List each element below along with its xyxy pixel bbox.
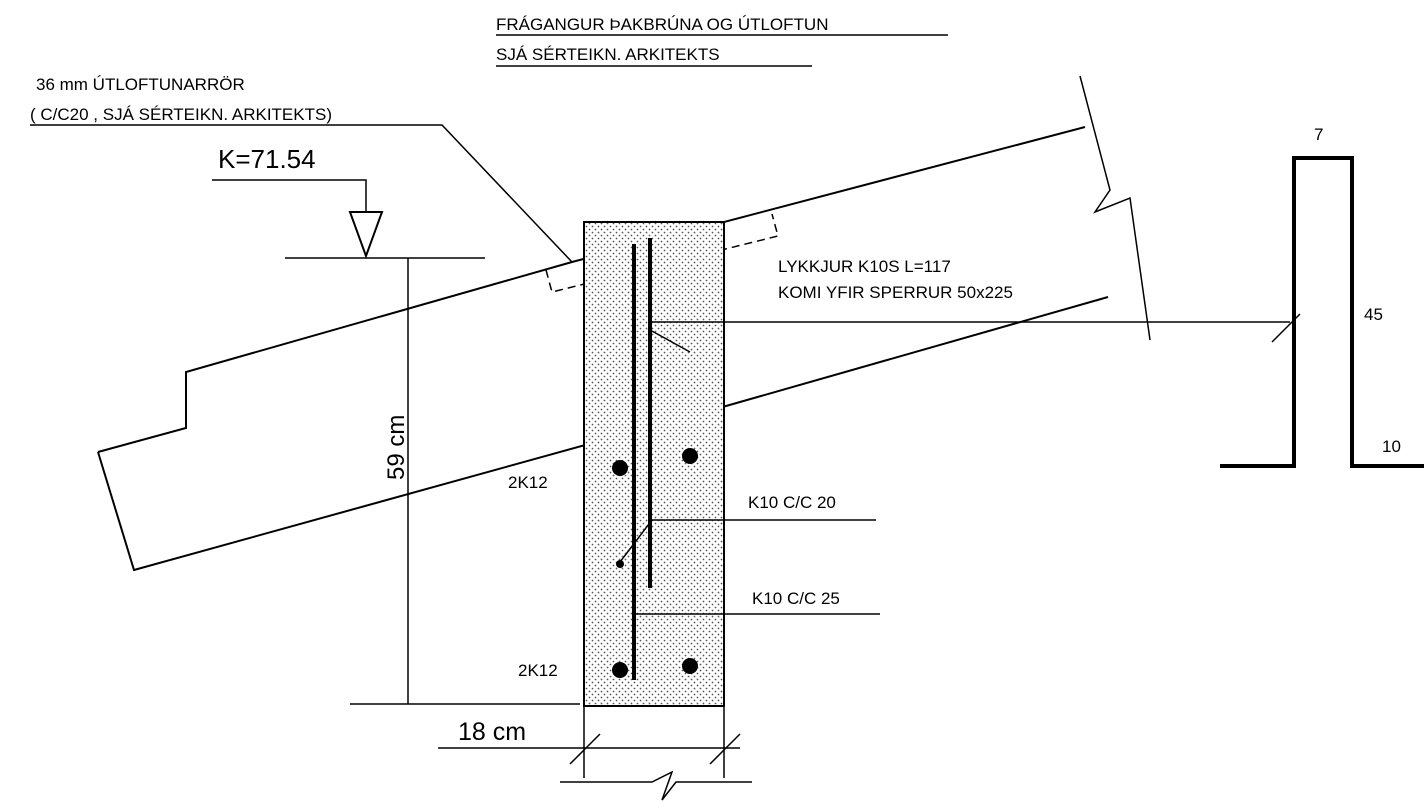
break-line-right <box>1079 75 1151 341</box>
rebar-dot-top-left <box>612 460 628 476</box>
hook-dim-top: 7 <box>1314 125 1323 144</box>
roof-slab-top-edge <box>97 126 1086 453</box>
rebar-dot-bottom-left <box>612 662 628 678</box>
roof-slab-bottom-edge <box>97 296 1109 572</box>
level-mark-text: K=71.54 <box>218 144 316 174</box>
height-dimension-label: 59 cm <box>383 415 410 480</box>
hook-note-line-1: LYKKJUR K10S L=117 <box>778 257 951 276</box>
break-line-bottom <box>560 770 752 801</box>
vent-note-line-1: 36 mm ÚTLOFTUNARRÖR <box>36 75 245 94</box>
header-line-2: SJÁ SÉRTEIKN. ARKITEKTS <box>496 45 720 64</box>
rebar-bottom-label: 2K12 <box>518 661 558 680</box>
hook-dim-foot: 10 <box>1382 437 1401 456</box>
stirrup-1-label: K10 C/C 20 <box>748 493 836 512</box>
level-mark-leader <box>212 179 367 212</box>
rebar-dot-mid <box>616 560 624 568</box>
rebar-dot-bottom-right <box>682 658 698 674</box>
vent-pipe-dashed <box>545 213 779 293</box>
concrete-wall-section <box>583 221 725 707</box>
vent-leader-line <box>30 124 573 263</box>
vent-note-line-2: ( C/C20 , SJÁ SÉRTEIKN. ARKITEKTS) <box>30 105 332 124</box>
stirrup-1-leader <box>619 519 876 563</box>
stirrup-2-label: K10 C/C 25 <box>752 589 840 608</box>
header-line-1: FRÁGANGUR ÞAKBRÚNA OG ÚTLOFTUN <box>496 15 828 34</box>
hook-note-line-2: KOMI YFIR SPERRUR 50x225 <box>778 283 1013 302</box>
rebar-top-label: 2K12 <box>508 473 548 492</box>
hook-shape <box>1220 156 1424 468</box>
hook-dim-leg: 45 <box>1364 305 1383 324</box>
rebar-dot-top-right <box>682 448 698 464</box>
width-tick-right <box>709 733 741 765</box>
width-tick-left <box>569 733 601 765</box>
level-triangle-icon <box>348 211 384 259</box>
width-dimension-label: 18 cm <box>458 718 526 746</box>
hook-tail <box>649 329 691 353</box>
